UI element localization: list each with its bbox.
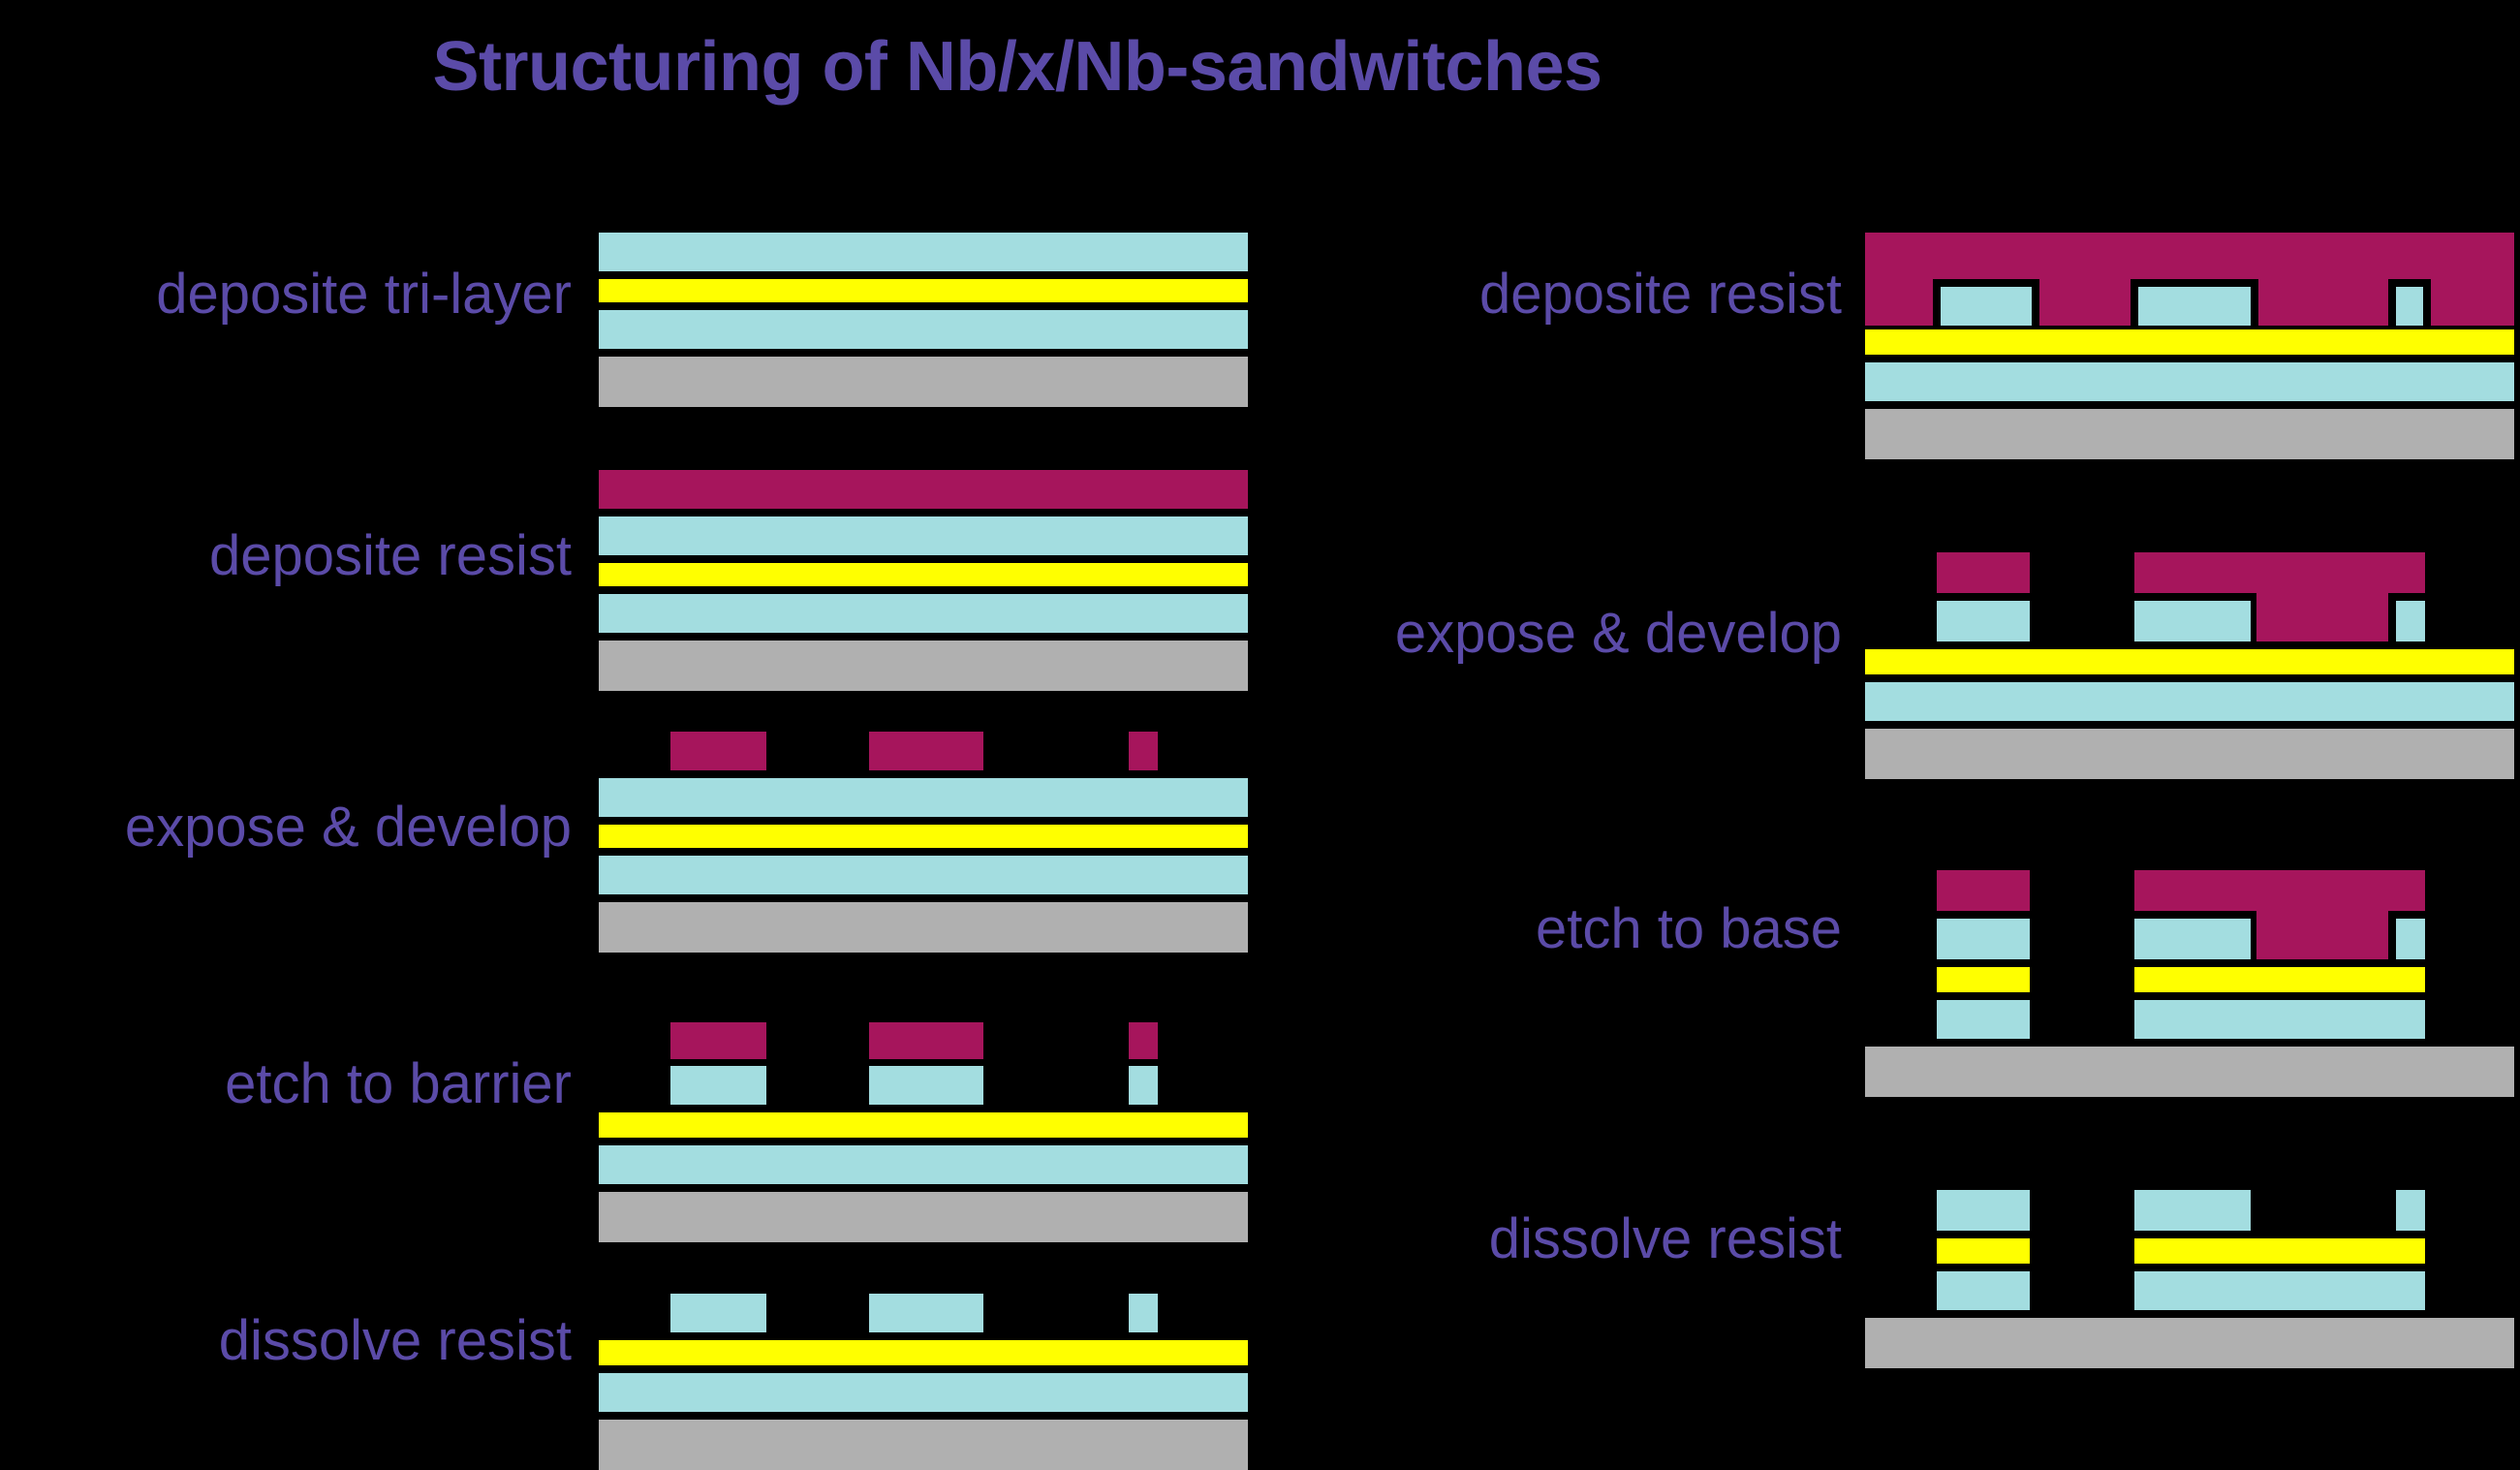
photoresist-pad [1129,732,1158,770]
photoresist-pad [1937,552,2030,593]
barrier-layer [1865,649,2514,674]
barrier-layer [599,279,1248,302]
niobium-base-island [1937,1000,2030,1039]
niobium-pillar [2134,1190,2251,1231]
niobium-pillar [2396,919,2425,959]
layer-stack-etch-to-base [1865,870,2514,1097]
page-title: Structuring of Nb/x/Nb-sandwitches [432,28,1602,106]
substrate-layer [1865,1318,2514,1368]
layer-stack-dissolve-resist-right [1865,1190,2514,1374]
niobium-base-layer [599,1145,1248,1184]
photoresist-cap [2134,870,2425,911]
substrate-layer [1865,1047,2514,1097]
niobium-base-layer [599,310,1248,349]
layer-stack-deposite-resist-right [1865,233,2514,459]
photoresist-layer [599,470,1248,509]
substrate-layer [1865,729,2514,779]
niobium-pillar [1937,919,2030,959]
niobium-pillar [670,1294,766,1332]
niobium-base-layer [599,1373,1248,1412]
barrier-layer [599,563,1248,586]
niobium-base-layer [1865,682,2514,721]
niobium-pillar [2138,287,2251,326]
substrate-layer [599,1420,1248,1470]
layer-stack-expose-develop-right [1865,552,2514,779]
niobium-pillar [869,1294,983,1332]
step-label-expose-develop-left: expose & develop [124,796,572,859]
niobium-pillar [1941,287,2032,326]
barrier-layer [599,825,1248,848]
niobium-top-layer [599,516,1248,555]
step-label-deposite-resist-right: deposite resist [1479,263,1842,326]
step-label-deposite-resist-left: deposite resist [209,524,572,587]
step-label-etch-to-barrier: etch to barrier [225,1052,572,1115]
niobium-pillar [670,1066,766,1105]
niobium-pillar [2396,601,2425,641]
step-label-expose-develop-right: expose & develop [1394,602,1842,665]
step-label-deposite-tri-layer: deposite tri-layer [156,263,572,326]
photoresist-pad [670,732,766,770]
process-column-left: deposite tri-layer deposite resist expos… [0,0,1260,1470]
niobium-pillar [2396,1190,2425,1231]
barrier-layer [599,1112,1248,1138]
layer-stack-etch-to-barrier [599,1022,1248,1242]
niobium-pillar [869,1066,983,1105]
photoresist-plug [2256,911,2388,959]
barrier-island [1937,967,2030,992]
niobium-pillar [1937,1190,2030,1231]
niobium-base-island [2134,1271,2425,1310]
photoresist-cap [2134,552,2425,593]
niobium-pillar [1129,1066,1158,1105]
niobium-top-layer [599,233,1248,271]
photoresist-pad [1937,870,2030,911]
niobium-pillar [1129,1294,1158,1332]
step-label-dissolve-resist-right: dissolve resist [1488,1207,1842,1270]
niobium-pillar [2396,287,2423,326]
barrier-island [2134,1238,2425,1264]
substrate-layer [599,902,1248,953]
barrier-layer [1865,329,2514,355]
niobium-pillar [1937,601,2030,641]
niobium-base-island [1937,1271,2030,1310]
niobium-top-layer [599,778,1248,817]
substrate-layer [599,641,1248,691]
layer-stack-dissolve-resist-left [599,1294,1248,1470]
photoresist-pad [869,1022,983,1059]
layer-stack-expose-develop-left [599,732,1248,953]
layer-stack-deposite-resist-left [599,470,1248,691]
photoresist-pad [1129,1022,1158,1059]
niobium-base-island [2134,1000,2425,1039]
photoresist-plug [2256,593,2388,641]
step-label-dissolve-resist-left: dissolve resist [218,1309,572,1372]
barrier-island [1937,1238,2030,1264]
niobium-pillar [2134,601,2251,641]
niobium-base-layer [599,856,1248,894]
photoresist-pad [670,1022,766,1059]
substrate-layer [1865,409,2514,459]
step-label-etch-to-base: etch to base [1536,897,1842,960]
barrier-layer [599,1340,1248,1365]
process-column-right: deposite resist expose & develop [1260,0,2520,1466]
photoresist-pad [869,732,983,770]
substrate-layer [599,1192,1248,1242]
barrier-island [2134,967,2425,992]
niobium-base-layer [599,594,1248,633]
substrate-layer [599,357,1248,407]
niobium-base-layer [1865,362,2514,401]
niobium-pillar [2134,919,2251,959]
layer-stack-deposite-tri-layer [599,233,1248,407]
